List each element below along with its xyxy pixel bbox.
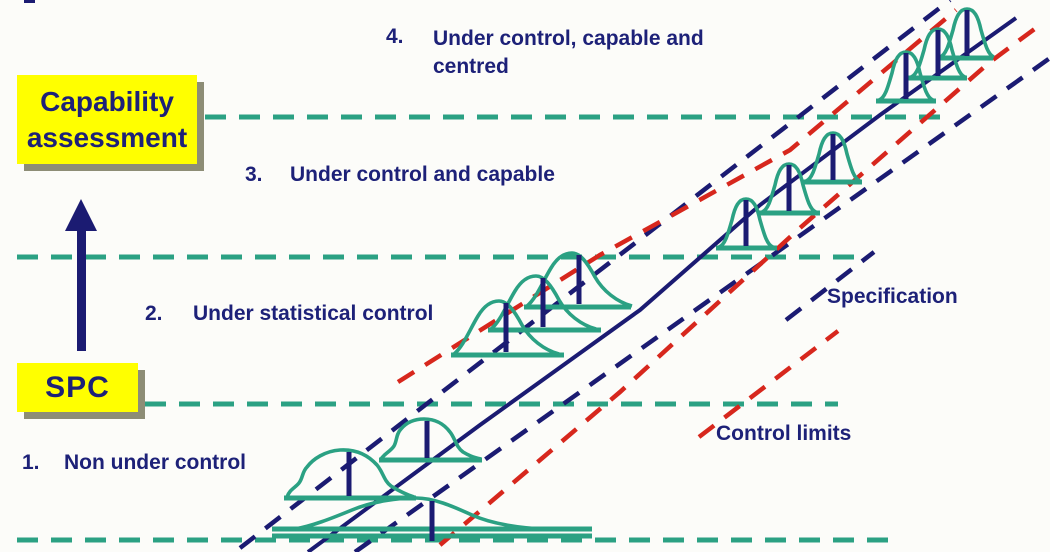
- stage1-irregular-curve-b: [379, 417, 482, 461]
- spc-box: SPC: [17, 363, 138, 412]
- control-limits-legend-label: Control limits: [716, 422, 852, 445]
- stage-label-2: 2. Under statistical control: [145, 302, 433, 326]
- stage-3-text: Under control and capable: [290, 163, 555, 186]
- stage1-wide-flat-curve: [294, 496, 560, 531]
- specification-legend-line: [784, 250, 876, 322]
- up-arrow-icon: [65, 199, 97, 351]
- spc-label: SPC: [45, 370, 110, 404]
- stage1-irregular-curve-a: [285, 448, 415, 499]
- stage-label-3: 3. Under control and capable: [245, 163, 555, 187]
- stage-4-number: 4.: [386, 25, 404, 48]
- control-limit-line-lower: [438, 23, 1042, 547]
- crop-artifact: [24, 0, 35, 3]
- stage-1-text: Non under control: [64, 451, 246, 474]
- stage-4-text: Under control, capable and centred: [433, 27, 704, 79]
- stage-label-4: 4. Under control, capable and centred: [386, 25, 755, 82]
- capability-assessment-label: Capability assessment: [26, 85, 188, 153]
- stage-2-number: 2.: [145, 302, 163, 325]
- stage-2-text: Under statistical control: [193, 302, 434, 325]
- control-limits-legend-line: [697, 329, 840, 439]
- specification-legend-label: Specification: [827, 285, 958, 308]
- stage-1-number: 1.: [22, 451, 40, 474]
- stage-3-number: 3.: [245, 163, 263, 186]
- capability-assessment-box: Capability assessment: [17, 75, 197, 164]
- specification-line-lower: [353, 56, 1050, 552]
- stage-label-1: 1. Non under control: [22, 451, 246, 475]
